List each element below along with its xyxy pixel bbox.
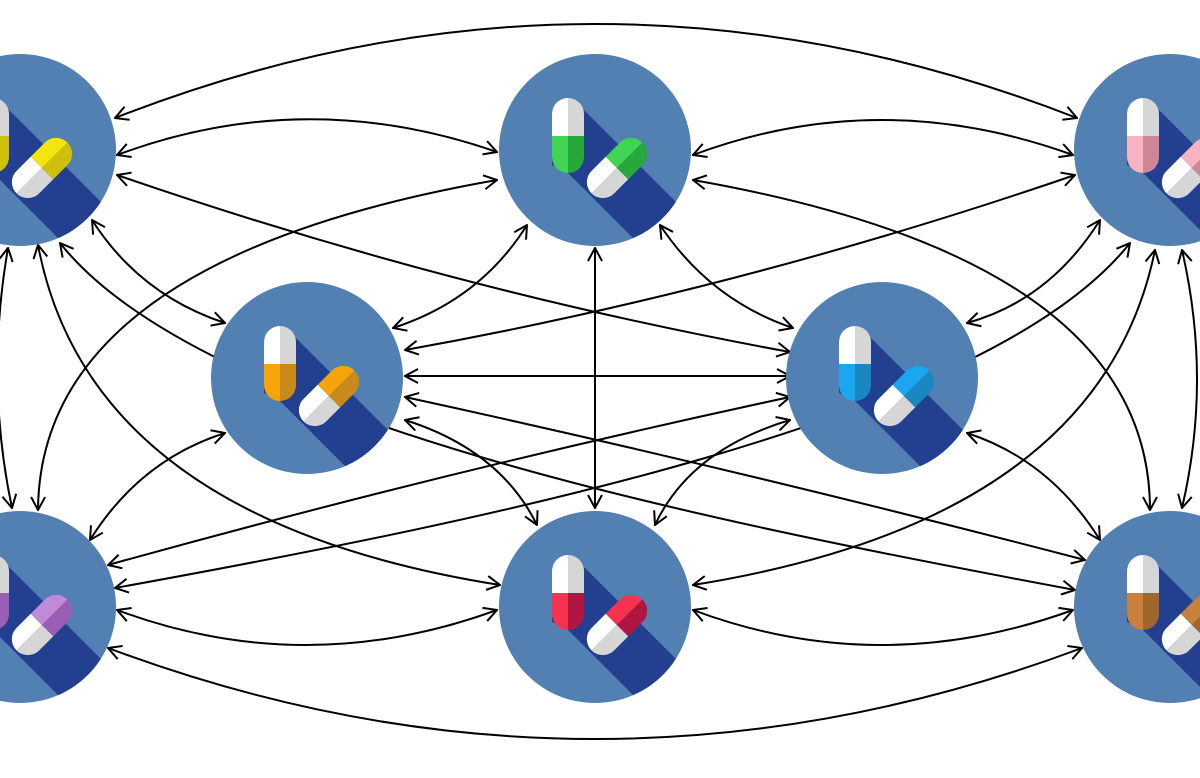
pill-capsule-icon	[552, 555, 584, 630]
edge-top-right-bottom-right	[1182, 250, 1198, 508]
pill-capsule-icon	[5, 131, 79, 205]
long-shadow	[264, 338, 403, 474]
edge-top-left-top-right	[115, 23, 1077, 118]
long-shadow	[839, 338, 978, 474]
pill-capsule-icon	[1127, 555, 1159, 630]
long-shadow	[0, 567, 116, 703]
pill-capsule-icon	[264, 326, 296, 401]
edge-top-center-middle-left	[393, 225, 527, 328]
pill-capsule-icon	[0, 98, 9, 173]
node-bottom-right	[1074, 511, 1200, 703]
pill-capsule-icon	[580, 131, 654, 205]
node-middle-right	[786, 282, 978, 474]
edges-layer	[0, 23, 1198, 740]
edge-bottom-center-bottom-right	[693, 610, 1073, 646]
edge-middle-right-bottom-center	[655, 420, 790, 525]
long-shadow	[1127, 110, 1200, 246]
edge-middle-left-bottom-center	[405, 420, 537, 525]
edge-bottom-right-middle-left	[405, 397, 1085, 560]
node-top-left	[0, 54, 116, 246]
edge-bottom-left-middle-right	[108, 397, 790, 565]
long-shadow	[552, 567, 691, 703]
pill-capsule-icon	[839, 326, 871, 401]
edge-top-left-top-center	[117, 118, 497, 155]
pill-capsule-icon	[580, 588, 654, 662]
nodes-layer	[0, 54, 1200, 703]
long-shadow	[0, 110, 116, 246]
edge-top-left-bottom-left	[0, 248, 12, 508]
long-shadow	[1127, 567, 1200, 703]
edge-top-right-middle-left	[405, 175, 1075, 350]
pill-capsule-icon	[552, 98, 584, 173]
edge-top-right-bottom-left	[115, 243, 1130, 588]
pill-capsule-icon	[1155, 131, 1200, 205]
node-bottom-left	[0, 511, 116, 703]
node-top-center	[499, 54, 691, 246]
edge-top-center-middle-right	[660, 225, 793, 328]
pill-capsule-icon	[867, 359, 941, 433]
pill-capsule-icon	[1155, 588, 1200, 662]
node-bottom-center	[499, 511, 691, 703]
long-shadow	[552, 110, 691, 246]
edge-bottom-left-bottom-center	[117, 610, 497, 646]
edge-top-center-top-right	[693, 119, 1073, 155]
pill-capsule-icon	[5, 588, 79, 662]
pill-capsule-icon	[0, 555, 9, 630]
node-top-right	[1074, 54, 1200, 246]
pill-capsule-icon	[292, 359, 366, 433]
pill-capsule-icon	[1127, 98, 1159, 173]
edge-bottom-left-bottom-right	[108, 648, 1082, 740]
node-middle-left	[211, 282, 403, 474]
